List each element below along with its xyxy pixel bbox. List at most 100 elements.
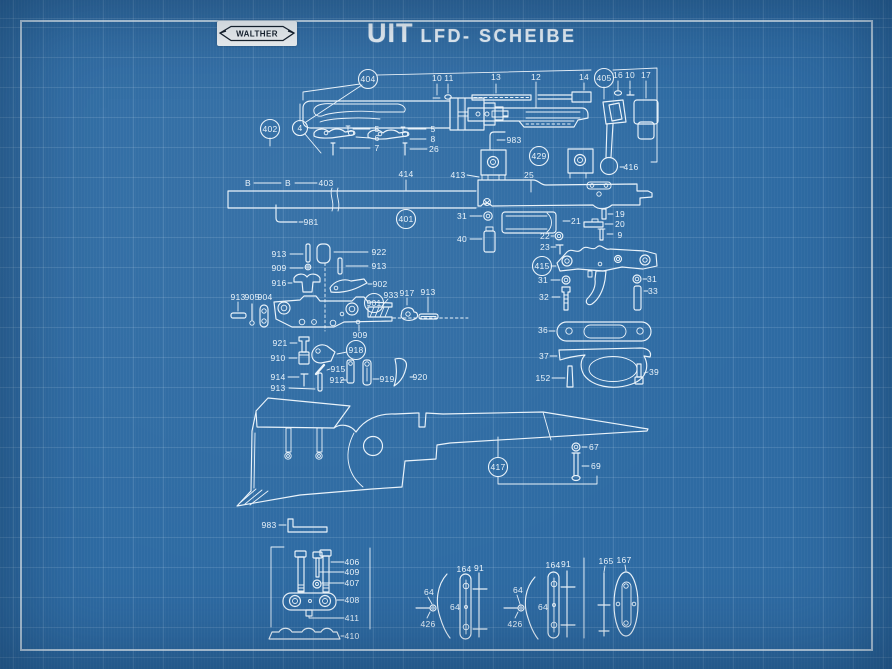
part-label-909: 909 (271, 263, 286, 273)
part-label-12: 12 (531, 72, 541, 82)
part-label-918: 918 (348, 345, 363, 355)
part-label-904: 904 (257, 292, 272, 302)
part-label-31: 31 (647, 274, 657, 284)
part-label-426: 426 (420, 619, 435, 629)
walther-logo: WALTHER (217, 21, 297, 46)
part-label-25: 25 (524, 170, 534, 180)
part-label-913: 913 (271, 249, 286, 259)
part-label-915: 915 (330, 364, 345, 374)
part-label-913: 913 (420, 287, 435, 297)
part-circle-401 (395, 208, 417, 230)
part-label-922: 922 (371, 247, 386, 257)
part-label-917: 917 (399, 288, 414, 298)
part-label-5: 5 (374, 124, 379, 134)
part-label-10: 10 (432, 73, 442, 83)
part-label-64: 64 (513, 585, 523, 595)
part-label-910: 910 (270, 353, 285, 363)
part-label-902: 902 (372, 279, 387, 289)
trigger-group-left-drawing (230, 243, 469, 392)
part-label-933: 933 (383, 290, 398, 300)
part-circle-918 (345, 339, 367, 361)
part-label-901: 901 (366, 298, 381, 308)
part-label-10: 10 (625, 70, 635, 80)
part-label-39: 39 (649, 367, 659, 377)
part-label-913: 913 (270, 383, 285, 393)
part-label-91: 91 (474, 563, 484, 573)
part-label-19: 19 (615, 209, 625, 219)
top-assembly-drawing (269, 67, 658, 163)
page-title: UIT LFD- SCHEIBE (367, 18, 577, 49)
part-label-B: B (285, 178, 291, 188)
part-label-69: 69 (591, 461, 601, 471)
part-circle-402 (259, 118, 281, 140)
part-circle-429 (528, 145, 550, 167)
part-label-415: 415 (534, 261, 549, 271)
part-circle-404 (357, 68, 379, 90)
title-model: UIT (367, 18, 414, 48)
part-circle-4 (291, 119, 309, 137)
part-label-417: 417 (490, 462, 505, 472)
part-label-167: 167 (616, 555, 631, 565)
part-label-7: 7 (374, 143, 379, 153)
part-label-21: 21 (571, 216, 581, 226)
part-label-13: 13 (491, 72, 501, 82)
part-label-401: 401 (398, 214, 413, 224)
part-circle-415 (531, 255, 553, 277)
part-label-4: 4 (297, 123, 302, 133)
trigger-unit-right-drawing (548, 245, 658, 388)
bolt-small-parts-drawing (469, 208, 614, 255)
part-label-22: 22 (540, 231, 550, 241)
part-label-33: 33 (648, 286, 658, 296)
part-label-913: 913 (230, 292, 245, 302)
part-label-8: 8 (430, 134, 435, 144)
sight-blocks-drawing (480, 131, 594, 193)
part-label-909: 909 (352, 330, 367, 340)
part-label-405: 405 (596, 73, 611, 83)
part-label-408: 408 (344, 595, 359, 605)
part-label-914: 914 (270, 372, 285, 382)
stock-drawing (236, 397, 649, 507)
part-label-981: 981 (303, 217, 318, 227)
part-label-20: 20 (615, 219, 625, 229)
part-label-407: 407 (344, 578, 359, 588)
part-label-905: 905 (244, 292, 259, 302)
part-circle-901 (363, 292, 385, 314)
part-label-402: 402 (262, 124, 277, 134)
part-circle-417 (487, 456, 509, 478)
part-label-67: 67 (589, 442, 599, 452)
part-label-14: 14 (579, 72, 589, 82)
part-label-404: 404 (360, 74, 375, 84)
logo-brand-text: WALTHER (236, 30, 278, 39)
part-label-416: 416 (623, 162, 638, 172)
part-label-23: 23 (540, 242, 550, 252)
part-label-64: 64 (538, 602, 548, 612)
part-label-414: 414 (398, 169, 413, 179)
part-label-920: 920 (412, 372, 427, 382)
part-label-983: 983 (261, 520, 276, 530)
part-label-912: 912 (329, 375, 344, 385)
part-label-152: 152 (535, 373, 550, 383)
part-label-409: 409 (344, 567, 359, 577)
part-label-64: 64 (450, 602, 460, 612)
part-label-32: 32 (539, 292, 549, 302)
bolt-parts-drawing (432, 80, 659, 176)
part-label-426: 426 (507, 619, 522, 629)
part-label-983: 983 (506, 135, 521, 145)
part-label-17: 17 (641, 70, 651, 80)
part-label-37: 37 (539, 351, 549, 361)
part-label-31: 31 (538, 275, 548, 285)
part-label-165: 165 (598, 556, 613, 566)
part-label-B: B (245, 178, 251, 188)
part-label-403: 403 (318, 178, 333, 188)
part-label-919: 919 (379, 374, 394, 384)
part-label-9: 9 (617, 230, 622, 240)
part-label-11: 11 (444, 73, 453, 83)
part-label-91: 91 (561, 559, 571, 569)
receiver-barrel-drawing (227, 174, 653, 223)
part-label-164: 164 (456, 564, 471, 574)
part-label-64: 64 (424, 587, 434, 597)
buttplate-groups-drawing (415, 557, 639, 640)
part-label-916: 916 (271, 278, 286, 288)
